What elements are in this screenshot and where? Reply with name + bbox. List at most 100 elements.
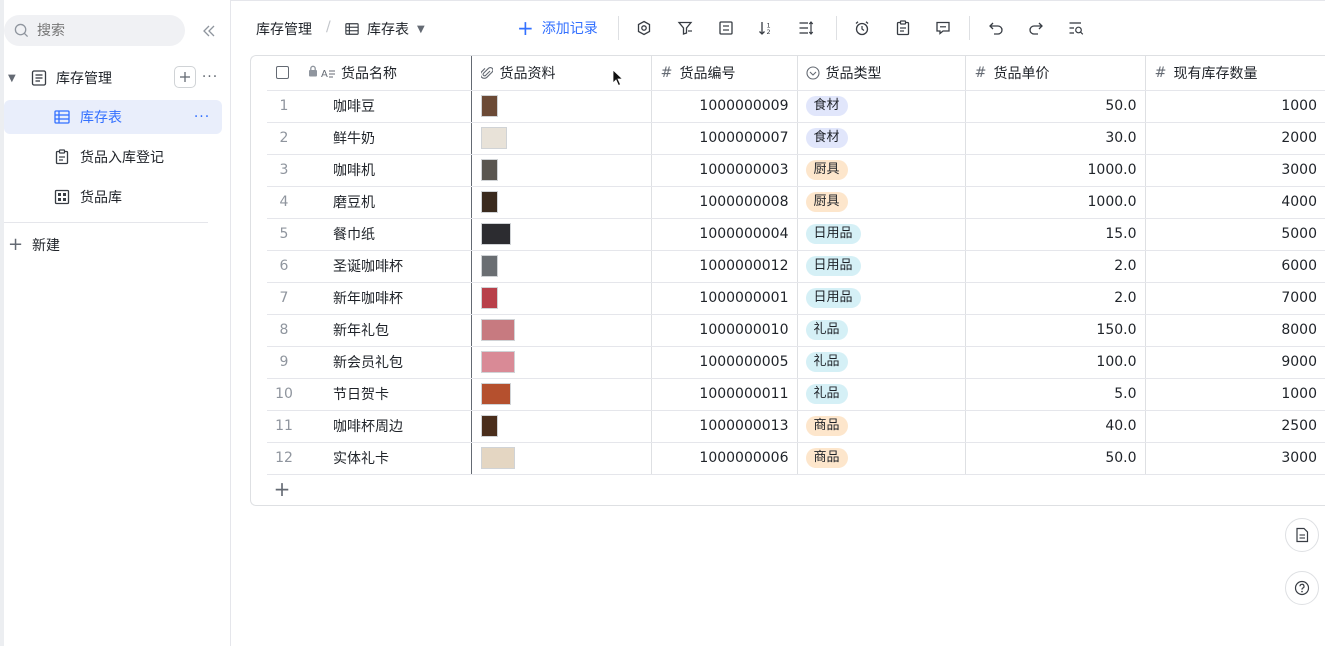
cell-stock[interactable]: 7000	[1145, 282, 1325, 315]
cell-name[interactable]: 节日贺卡	[321, 378, 472, 411]
cell-code[interactable]: 1000000012	[651, 250, 798, 283]
search-records-icon[interactable]	[1066, 18, 1086, 38]
doc-help-button[interactable]	[1285, 518, 1319, 552]
collapse-sidebar-icon[interactable]	[198, 20, 220, 42]
cell-name[interactable]: 新年咖啡杯	[321, 282, 472, 315]
column-header-code[interactable]: # 货品编号	[651, 56, 798, 91]
cell-attachment[interactable]	[471, 154, 652, 187]
column-header-price[interactable]: # 货品单价	[965, 56, 1146, 91]
select-all-cell[interactable]	[267, 56, 301, 91]
cell-code[interactable]: 1000000004	[651, 218, 798, 251]
cell-type[interactable]: 商品	[797, 442, 966, 475]
cell-name[interactable]: 咖啡豆	[321, 90, 472, 123]
cell-stock[interactable]: 2500	[1145, 410, 1325, 443]
column-header-stock[interactable]: # 现有库存数量	[1145, 56, 1325, 91]
cell-type[interactable]: 厨具	[797, 186, 966, 219]
sidebar-item-inventory-table[interactable]: 库存表 ···	[4, 100, 222, 134]
attachment-thumbnail[interactable]	[480, 159, 498, 181]
cell-type[interactable]: 厨具	[797, 154, 966, 187]
cell-attachment[interactable]	[471, 410, 652, 443]
comment-icon[interactable]	[933, 18, 953, 38]
cell-type[interactable]: 日用品	[797, 218, 966, 251]
attachment-thumbnail[interactable]	[480, 191, 498, 213]
cell-price[interactable]: 30.0	[965, 122, 1146, 155]
cell-name[interactable]: 实体礼卡	[321, 442, 472, 475]
view-switcher[interactable]: 库存表 ▼	[345, 19, 425, 39]
cell-price[interactable]: 150.0	[965, 314, 1146, 347]
undo-icon[interactable]	[986, 18, 1006, 38]
select-all-checkbox[interactable]	[276, 66, 289, 80]
cell-price[interactable]: 50.0	[965, 90, 1146, 123]
cell-name[interactable]: 咖啡机	[321, 154, 472, 187]
cell-attachment[interactable]	[471, 346, 652, 379]
cell-price[interactable]: 15.0	[965, 218, 1146, 251]
cell-code[interactable]: 1000000008	[651, 186, 798, 219]
more-icon[interactable]: ···	[193, 109, 211, 125]
cell-code[interactable]: 1000000001	[651, 282, 798, 315]
cell-attachment[interactable]	[471, 250, 652, 283]
cell-name[interactable]: 圣诞咖啡杯	[321, 250, 472, 283]
cell-stock[interactable]: 1000	[1145, 90, 1325, 123]
add-table-button[interactable]	[174, 66, 196, 88]
cell-name[interactable]: 鲜牛奶	[321, 122, 472, 155]
attachment-thumbnail[interactable]	[480, 447, 515, 469]
cell-name[interactable]: 新年礼包	[321, 314, 472, 347]
cell-name[interactable]: 餐巾纸	[321, 218, 472, 251]
tree-root-base[interactable]: ▼ 库存管理 ···	[4, 64, 222, 92]
redo-icon[interactable]	[1026, 18, 1046, 38]
alarm-clock-icon[interactable]	[852, 18, 872, 38]
cell-name[interactable]: 磨豆机	[321, 186, 472, 219]
new-button[interactable]: + 新建	[8, 234, 60, 256]
cell-price[interactable]: 2.0	[965, 282, 1146, 315]
sidebar-item-goods-library[interactable]: 货品库	[4, 180, 222, 214]
cell-attachment[interactable]	[471, 186, 652, 219]
cell-price[interactable]: 2.0	[965, 250, 1146, 283]
filter-icon[interactable]	[675, 18, 695, 38]
cell-price[interactable]: 1000.0	[965, 154, 1146, 187]
cell-type[interactable]: 礼品	[797, 346, 966, 379]
cell-stock[interactable]: 8000	[1145, 314, 1325, 347]
cell-attachment[interactable]	[471, 218, 652, 251]
cell-stock[interactable]: 9000	[1145, 346, 1325, 379]
attachment-thumbnail[interactable]	[480, 127, 507, 149]
cell-stock[interactable]: 5000	[1145, 218, 1325, 251]
settings-gear-icon[interactable]	[634, 18, 654, 38]
attachment-thumbnail[interactable]	[480, 383, 511, 405]
cell-type[interactable]: 食材	[797, 122, 966, 155]
search-input[interactable]	[35, 21, 169, 40]
cell-stock[interactable]: 1000	[1145, 378, 1325, 411]
cell-code[interactable]: 1000000011	[651, 378, 798, 411]
search-box[interactable]	[4, 15, 185, 46]
group-icon[interactable]	[716, 18, 736, 38]
cell-stock[interactable]: 3000	[1145, 154, 1325, 187]
cell-type[interactable]: 礼品	[797, 314, 966, 347]
cell-type[interactable]: 食材	[797, 90, 966, 123]
cell-code[interactable]: 1000000006	[651, 442, 798, 475]
cell-attachment[interactable]	[471, 90, 652, 123]
add-row-button[interactable]: +	[273, 477, 291, 501]
attachment-thumbnail[interactable]	[480, 95, 498, 117]
cell-price[interactable]: 100.0	[965, 346, 1146, 379]
attachment-thumbnail[interactable]	[480, 287, 498, 309]
cell-stock[interactable]: 6000	[1145, 250, 1325, 283]
cell-attachment[interactable]	[471, 122, 652, 155]
attachment-thumbnail[interactable]	[480, 255, 498, 277]
cell-type[interactable]: 商品	[797, 410, 966, 443]
cell-price[interactable]: 50.0	[965, 442, 1146, 475]
cell-code[interactable]: 1000000003	[651, 154, 798, 187]
cell-code[interactable]: 1000000013	[651, 410, 798, 443]
row-height-icon[interactable]	[796, 18, 816, 38]
caret-down-icon[interactable]: ▼	[8, 72, 16, 84]
cell-stock[interactable]: 3000	[1145, 442, 1325, 475]
cell-price[interactable]: 5.0	[965, 378, 1146, 411]
cell-attachment[interactable]	[471, 314, 652, 347]
attachment-thumbnail[interactable]	[480, 351, 515, 373]
